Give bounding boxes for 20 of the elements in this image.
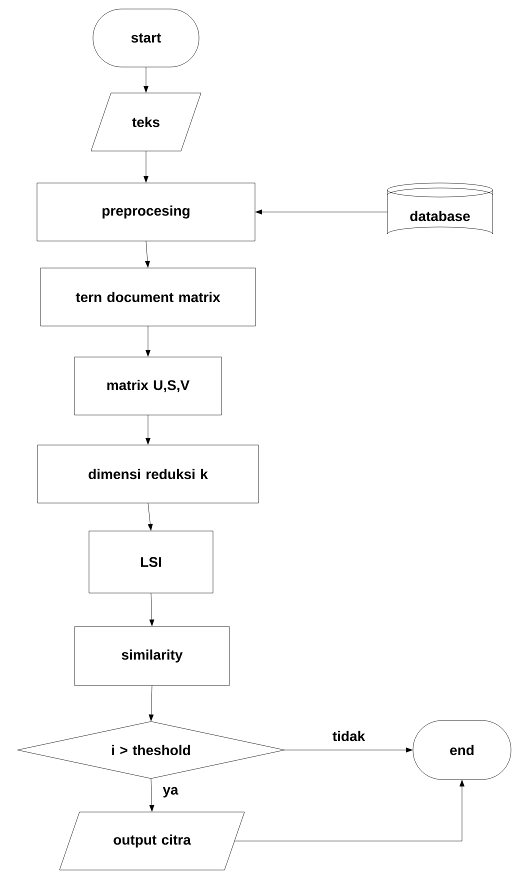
arrow [145, 240, 150, 268]
process-box: preprocesing [36, 182, 256, 242]
process-box: dimensi reduksi k [37, 444, 259, 504]
arrow [148, 502, 153, 531]
process-box: matrix U,S,V [74, 356, 222, 416]
edge-label: ya [162, 787, 178, 798]
arrow [146, 326, 150, 357]
arrow [284, 748, 413, 752]
arrow [146, 414, 150, 445]
arrow [255, 210, 388, 214]
arrow [149, 778, 154, 812]
arrow [234, 780, 464, 842]
arrow [144, 150, 148, 183]
process-box: similarity [74, 626, 230, 686]
process-box: LSI [88, 530, 214, 594]
edge-label: tidak [332, 730, 366, 742]
arrow [144, 66, 148, 93]
arrow [148, 685, 154, 722]
arrow [149, 592, 154, 626]
process-box: tern document matrix [40, 268, 256, 326]
